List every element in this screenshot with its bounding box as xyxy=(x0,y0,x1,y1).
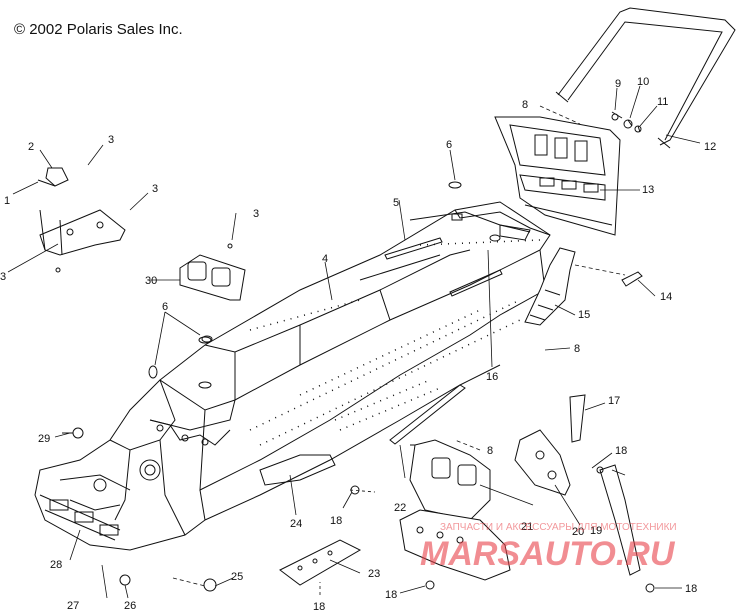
callout-2: 2 xyxy=(28,141,34,153)
bracket-3 xyxy=(39,209,126,256)
callout-9: 9 xyxy=(615,78,621,90)
rear-flap-panel xyxy=(494,116,621,236)
callout-25: 25 xyxy=(231,571,243,583)
callout-14: 14 xyxy=(660,291,672,303)
callout-6: 6 xyxy=(162,301,168,313)
callout-8: 8 xyxy=(574,343,580,355)
callout-20: 20 xyxy=(572,526,584,538)
callout-10: 10 xyxy=(637,76,649,88)
callout-28: 28 xyxy=(50,559,62,571)
clip-2 xyxy=(37,167,69,187)
callout-21: 21 xyxy=(521,521,533,533)
hardware-items xyxy=(55,111,655,593)
rail-22 xyxy=(389,384,466,445)
rear-footrest xyxy=(524,247,576,326)
bracket-lower-right xyxy=(399,509,511,581)
callout-3: 3 xyxy=(253,208,259,220)
callout-22: 22 xyxy=(394,502,406,514)
callout-16: 16 xyxy=(486,371,498,383)
callout-3: 3 xyxy=(0,271,6,283)
callout-12: 12 xyxy=(704,141,716,153)
chassis-tunnel xyxy=(34,201,551,551)
callout-numbers: 1 2 3 3 3 3 4 5 6 6 8 8 8 9 10 11 12 13 … xyxy=(0,76,716,612)
callout-18: 18 xyxy=(685,583,697,595)
callout-29: 29 xyxy=(38,433,50,445)
callout-6: 6 xyxy=(446,139,452,151)
watermark-logo: MARSAUTO.RU xyxy=(420,535,676,573)
callout-18: 18 xyxy=(385,589,397,601)
callout-18: 18 xyxy=(313,601,325,612)
callout-24: 24 xyxy=(290,518,302,530)
callout-19: 19 xyxy=(590,525,602,537)
callout-8: 8 xyxy=(522,99,528,111)
callout-11: 11 xyxy=(657,96,668,108)
bolt-17 xyxy=(569,394,586,443)
callout-17: 17 xyxy=(608,395,620,407)
bracket-20 xyxy=(514,429,571,496)
callout-4: 4 xyxy=(322,253,328,265)
callout-13: 13 xyxy=(642,184,654,196)
copyright-notice: © 2002 Polaris Sales Inc. xyxy=(14,21,183,38)
callout-8: 8 xyxy=(487,445,493,457)
callout-30: 30 xyxy=(145,275,157,287)
callout-15: 15 xyxy=(578,309,590,321)
watermark: ЗАПЧАСТИ И АКСЕССУАРЫ ДЛЯ МОТОТЕХНИКИ MA… xyxy=(420,522,677,573)
callout-26: 26 xyxy=(124,600,136,612)
callout-27: 27 xyxy=(67,600,79,612)
plate-23 xyxy=(279,539,362,586)
watermark-tagline: ЗАПЧАСТИ И АКСЕССУАРЫ ДЛЯ МОТОТЕХНИКИ xyxy=(440,522,677,533)
callout-18: 18 xyxy=(330,515,342,527)
leader-lines xyxy=(7,85,701,599)
callout-1: 1 xyxy=(4,195,10,207)
callout-18: 18 xyxy=(615,445,627,457)
callout-3: 3 xyxy=(108,134,114,146)
bracket-21 xyxy=(409,439,491,521)
clip-14 xyxy=(621,271,643,287)
callout-5: 5 xyxy=(393,197,399,209)
plate-30 xyxy=(179,254,246,301)
callout-23: 23 xyxy=(368,568,380,580)
bracket-19 xyxy=(599,464,641,576)
rear-grab-bar xyxy=(555,7,736,149)
callout-3: 3 xyxy=(152,183,158,195)
